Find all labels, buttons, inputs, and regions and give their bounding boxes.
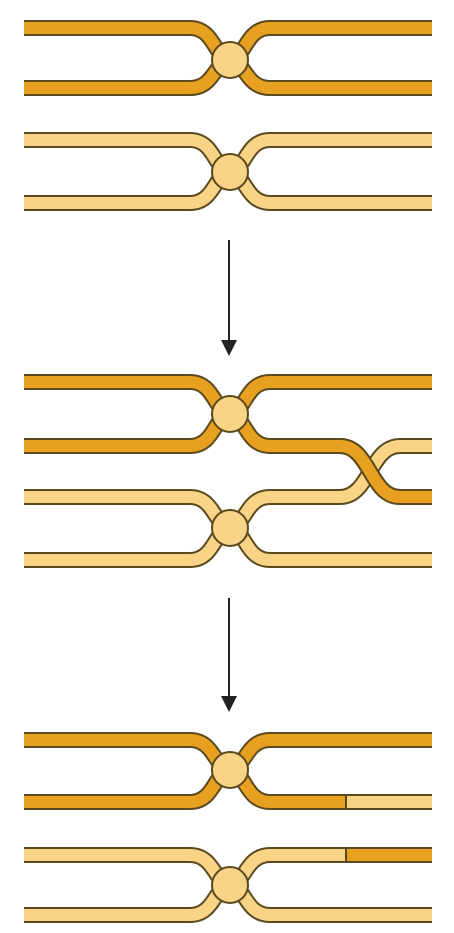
centromere [211,153,249,191]
centromere [211,866,249,904]
stage-2-light-chromosome [24,438,432,568]
chromatid-top-fill [24,849,346,892]
stage-1-light-chromosome [24,132,432,211]
stage-3-dark-chromosome [24,732,432,810]
stage-3-light-chromosome [24,847,432,923]
centromere [211,509,249,547]
centromere [211,41,249,79]
stage-1-dark-chromosome [24,20,432,96]
chromatid-crossover-fill [24,440,432,535]
chromatid-crossover-overlap-fill [339,440,432,503]
chromatid-bottom-fill [24,763,346,808]
centromere [211,395,249,433]
centromere [211,751,249,789]
